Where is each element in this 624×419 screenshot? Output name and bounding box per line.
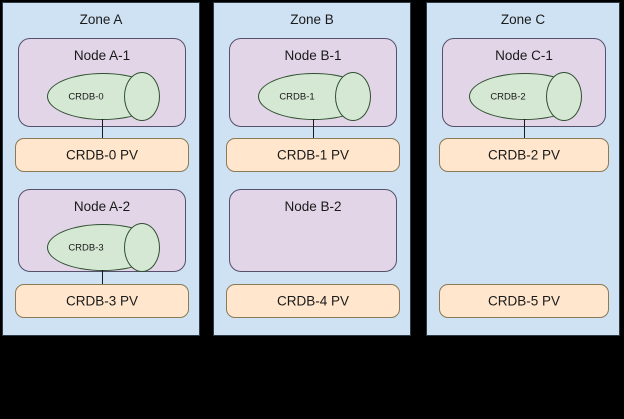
cylinder-cap	[335, 72, 371, 121]
zone-title: Zone C	[500, 12, 546, 27]
pv-box: CRDB-4 PV	[226, 284, 400, 318]
crdb-pod-label: CRDB-1	[279, 91, 315, 102]
crdb-pod-cylinder: CRDB-1	[258, 72, 371, 121]
zone-title: Zone A	[79, 12, 123, 27]
pv-box: CRDB-2 PV	[439, 138, 609, 172]
node-title: Node B-2	[284, 199, 342, 214]
crdb-pod-label: CRDB-3	[68, 242, 104, 253]
cylinder-cap	[124, 72, 160, 121]
pod-to-pv-connector	[102, 270, 103, 284]
pv-label: CRDB-2 PV	[487, 147, 560, 163]
pod-to-pv-connector	[524, 119, 525, 138]
pv-label: CRDB-3 PV	[65, 293, 138, 309]
crdb-pod-label: CRDB-0	[68, 91, 104, 102]
node-box: Node B-2	[229, 189, 397, 272]
pv-box: CRDB-1 PV	[226, 138, 400, 172]
pv-box: CRDB-3 PV	[15, 284, 189, 318]
cylinder-cap	[546, 72, 582, 121]
crdb-pod-cylinder: CRDB-3	[47, 223, 160, 272]
pv-label: CRDB-0 PV	[65, 147, 138, 163]
pv-box: CRDB-5 PV	[439, 284, 609, 318]
pv-box: CRDB-0 PV	[15, 138, 189, 172]
pv-label: CRDB-5 PV	[487, 293, 560, 309]
pv-label: CRDB-1 PV	[276, 147, 349, 163]
zone-title: Zone B	[290, 12, 334, 27]
pv-label: CRDB-4 PV	[276, 293, 349, 309]
pod-to-pv-connector	[313, 119, 314, 138]
crdb-pod-cylinder: CRDB-2	[469, 72, 582, 121]
node-title: Node A-2	[73, 199, 131, 214]
crdb-pod-label: CRDB-2	[490, 91, 526, 102]
crdb-pod-cylinder: CRDB-0	[47, 72, 160, 121]
cylinder-cap	[124, 223, 160, 272]
node-title: Node A-1	[73, 48, 131, 63]
pod-to-pv-connector	[102, 119, 103, 138]
node-title: Node C-1	[495, 48, 553, 63]
node-title: Node B-1	[284, 48, 342, 63]
